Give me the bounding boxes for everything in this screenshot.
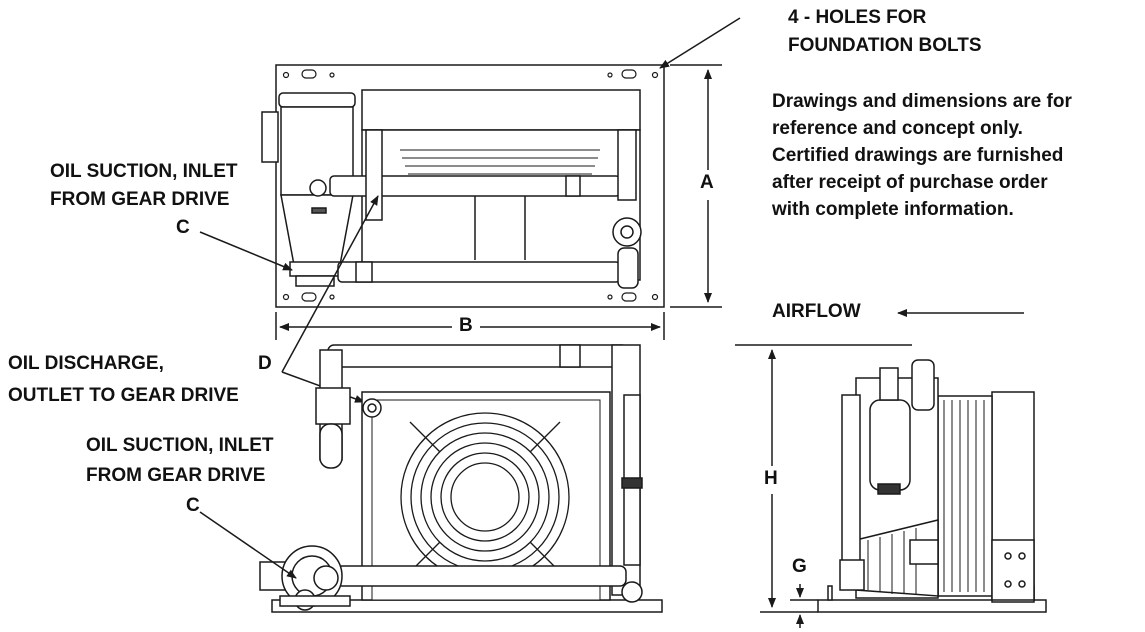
fan-guard-icon bbox=[400, 412, 570, 582]
suction-top-c-label: C bbox=[176, 217, 190, 238]
suction-bottom-label-line2: FROM GEAR DRIVE bbox=[86, 465, 266, 486]
holes-label-line2: FOUNDATION BOLTS bbox=[788, 35, 982, 56]
dimension-b-line bbox=[275, 312, 665, 340]
discharge-label-line1: OIL DISCHARGE, bbox=[8, 353, 164, 374]
side-view bbox=[817, 359, 1047, 613]
suction-top-label-line2: FROM GEAR DRIVE bbox=[50, 189, 230, 210]
top-pipe-icon bbox=[309, 129, 642, 289]
holes-label-line1: 4 - HOLES FOR bbox=[788, 7, 927, 28]
side-pipe-icon bbox=[839, 359, 939, 591]
dimension-h-line bbox=[735, 344, 912, 613]
suction-top-leader bbox=[199, 231, 293, 271]
side-bracket-icon bbox=[991, 539, 1035, 601]
front-view bbox=[259, 344, 663, 613]
reference-note: Drawings and dimensions are for referenc… bbox=[772, 90, 1072, 222]
dimension-b-label: B bbox=[459, 315, 473, 336]
suction-bottom-label-line1: OIL SUCTION, INLET bbox=[86, 435, 274, 456]
discharge-leader-a bbox=[281, 195, 379, 373]
suction-bottom-leader bbox=[199, 511, 297, 579]
discharge-label-line2: OUTLET TO GEAR DRIVE bbox=[8, 385, 239, 406]
dimension-g-label: G bbox=[792, 556, 807, 577]
front-pump-icon bbox=[259, 545, 351, 611]
dimension-a-label: A bbox=[700, 172, 714, 193]
note-line: after receipt of purchase order bbox=[772, 172, 1048, 193]
note-line: with complete information. bbox=[772, 199, 1014, 220]
dimension-g-line bbox=[790, 584, 818, 628]
foundation-hole-icon bbox=[282, 71, 659, 301]
top-view bbox=[261, 64, 665, 308]
dimension-h-label: H bbox=[764, 468, 778, 489]
suction-top-label-line1: OIL SUCTION, INLET bbox=[50, 161, 238, 182]
side-base-plate bbox=[817, 599, 1047, 613]
holes-leader bbox=[659, 17, 741, 69]
airflow-label: AIRFLOW bbox=[772, 301, 861, 322]
dimension-a-line bbox=[670, 64, 722, 308]
front-pipe-icon bbox=[315, 344, 643, 603]
discharge-d-label: D bbox=[258, 353, 272, 374]
note-line: Certified drawings are furnished bbox=[772, 145, 1064, 166]
mounting-slot-icon bbox=[301, 69, 637, 302]
suction-bottom-c-label: C bbox=[186, 495, 200, 516]
motor-top-icon bbox=[261, 92, 356, 287]
heat-exchanger-top-icon bbox=[361, 89, 641, 281]
note-line: reference and concept only. bbox=[772, 118, 1023, 139]
note-line: Drawings and dimensions are for bbox=[772, 91, 1072, 112]
